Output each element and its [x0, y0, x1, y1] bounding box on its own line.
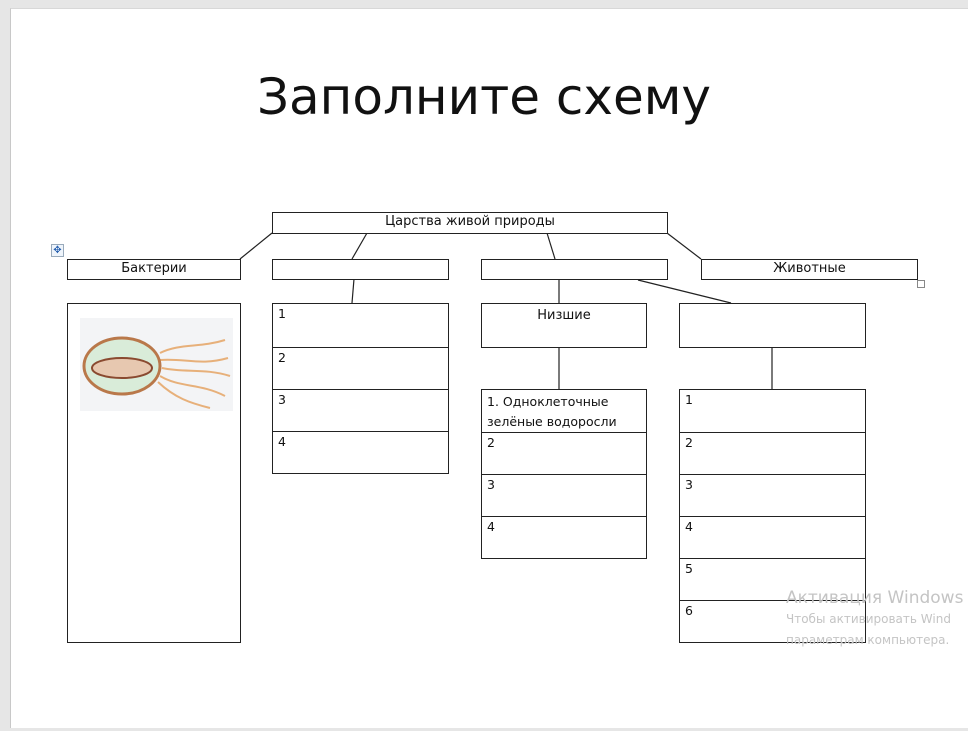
col4-list: 1 2 3 4 5 6	[679, 389, 866, 643]
kingdom-animals: Животные	[701, 259, 918, 280]
list-item: 3	[482, 474, 646, 517]
list-item: 2	[273, 347, 448, 390]
activation-watermark-title: Активация Windows	[786, 588, 964, 608]
kingdom-bacteria: Бактерии	[67, 259, 241, 280]
activation-watermark-line3: параметрам компьютера.	[786, 633, 950, 647]
blank-sub-box	[679, 303, 866, 348]
bacteria-box	[67, 303, 241, 643]
list-item: 3	[273, 389, 448, 432]
col2-list: 1 2 3 4	[272, 303, 449, 474]
kingdom-blank-2	[481, 259, 668, 280]
list-item: 4	[273, 431, 448, 473]
list-item: 4	[680, 516, 865, 559]
activation-watermark-line2: Чтобы активировать Wind	[786, 612, 951, 626]
list-item: 6	[680, 600, 865, 642]
list-item: 2	[482, 432, 646, 475]
list-item: 2	[680, 432, 865, 475]
page-title: Заполните схему	[256, 68, 712, 126]
resize-handle[interactable]	[917, 280, 925, 288]
root-box: Царства живой природы	[272, 212, 668, 234]
col3-list: 1. Одноклеточные зелёные водоросли 2 3 4	[481, 389, 647, 559]
bacterium-image	[80, 318, 233, 411]
list-item: 3	[680, 474, 865, 517]
list-item: 1. Одноклеточные зелёные водоросли	[487, 394, 617, 429]
move-handle-icon[interactable]: ✥	[51, 244, 64, 257]
kingdom-blank-1	[272, 259, 449, 280]
list-item: 1	[278, 306, 286, 321]
lower-plants-box: Низшие	[481, 303, 647, 348]
list-item: 1	[685, 392, 693, 407]
list-item: 4	[482, 516, 646, 558]
list-item: 5	[680, 558, 865, 601]
